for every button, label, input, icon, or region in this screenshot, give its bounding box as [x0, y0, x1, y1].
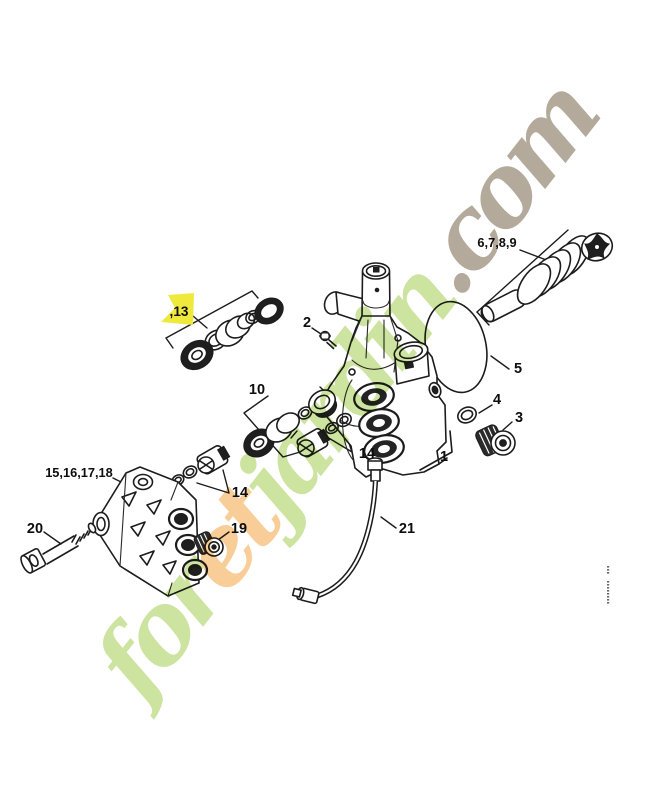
part-label-14-left[interactable]: 14	[232, 485, 248, 501]
guide-sleeve	[265, 412, 300, 443]
highlight-tag-13[interactable]: ,13	[161, 293, 194, 325]
valve-kit-6-7-8-9	[480, 232, 614, 323]
part-label-10[interactable]: 10	[249, 382, 265, 398]
seal-kit-10	[243, 389, 338, 458]
part-label-21[interactable]: 21	[399, 521, 415, 537]
star-washer	[580, 232, 614, 262]
mounting-plate-15-16-17-18	[92, 466, 209, 597]
plate-ports	[167, 507, 209, 582]
bolt-part-20	[20, 522, 97, 574]
part-label-1[interactable]: 1	[440, 449, 448, 465]
gland-sleeve	[215, 312, 256, 347]
part-label-13[interactable]: ,13	[170, 304, 189, 319]
plug-part-19	[193, 531, 224, 557]
part-label-19[interactable]: 19	[231, 521, 247, 537]
seal-kit-13	[180, 297, 284, 371]
pump-ports	[353, 382, 405, 464]
o-ring-4	[457, 406, 477, 424]
part-label-5[interactable]: 5	[514, 361, 522, 377]
highlight-flag	[161, 293, 194, 325]
part-label-15-16-17-18[interactable]: 15,16,17,18	[45, 465, 113, 480]
valve-kit-14-right	[296, 412, 352, 458]
part-label-4[interactable]: 4	[493, 392, 501, 408]
part-label-6-7-8-9[interactable]: 6,7,8,9	[477, 235, 516, 250]
part-label-2[interactable]: 2	[303, 315, 311, 331]
part-label-3[interactable]: 3	[515, 410, 523, 426]
hose-part-21	[291, 457, 383, 605]
part-label-20[interactable]: 20	[27, 521, 43, 537]
screw-part-2	[318, 330, 337, 350]
part-labels: 1 2 3 4 5 6,7,8,9 10 14 14 15,16,17,18 1…	[27, 235, 523, 537]
part-label-14-right[interactable]: 14	[359, 446, 375, 462]
pump-housing-part-1	[320, 262, 453, 478]
vertical-code-marks	[607, 566, 610, 604]
plug-part-3	[475, 424, 516, 457]
valve-kit-14-left	[171, 445, 231, 486]
